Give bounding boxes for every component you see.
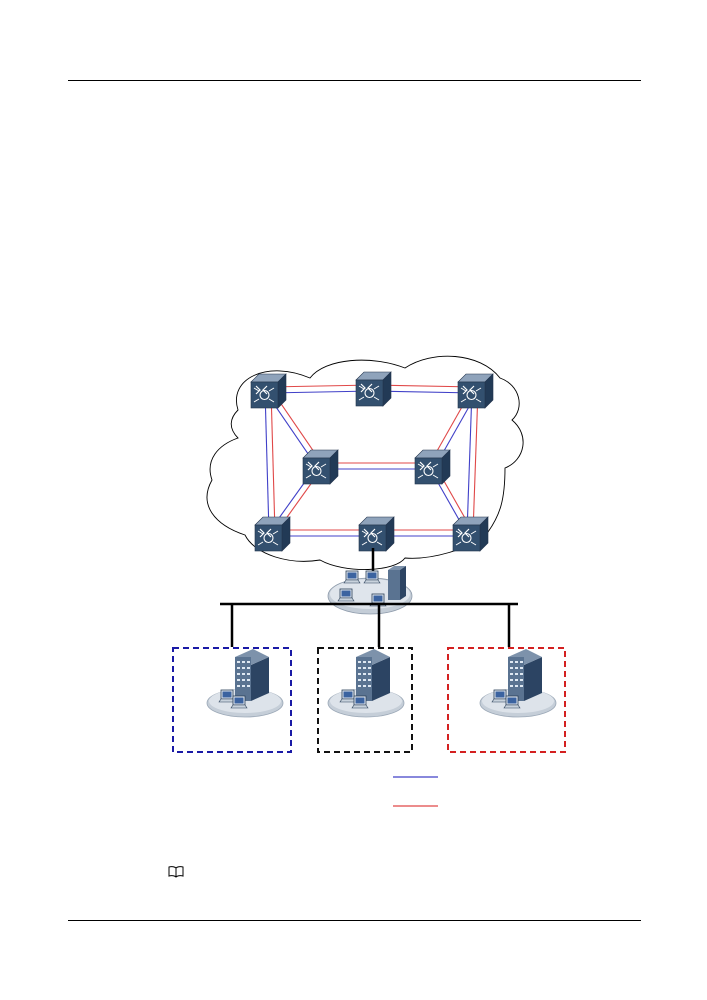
network-switch-icon: [250, 373, 287, 409]
core-link-n3-n8-blue: [466, 389, 473, 533]
core-link-n1-n6-red: [270, 389, 276, 533]
site-red: [447, 647, 566, 753]
network-switch-icon: [302, 449, 339, 485]
network-switch-icon: [452, 516, 489, 552]
site-blue: [172, 647, 292, 753]
office-building-icon: [328, 649, 404, 717]
network-switch-icon: [457, 373, 494, 409]
network-switch-icon: [254, 516, 291, 552]
core-link-n1-n6-blue: [264, 390, 270, 534]
header-rule: [68, 80, 641, 81]
network-switch-icon: [358, 516, 395, 552]
core-link-n3-n8-red: [472, 390, 479, 534]
office-building-icon: [480, 649, 556, 717]
footer-rule: [68, 920, 641, 921]
office-building-icon: [207, 649, 283, 717]
book-icon: [168, 866, 184, 878]
lan-workstations-icon: [337, 566, 406, 607]
network-switch-icon: [355, 371, 392, 407]
site-black: [317, 647, 413, 753]
network-switch-icon: [414, 449, 451, 485]
